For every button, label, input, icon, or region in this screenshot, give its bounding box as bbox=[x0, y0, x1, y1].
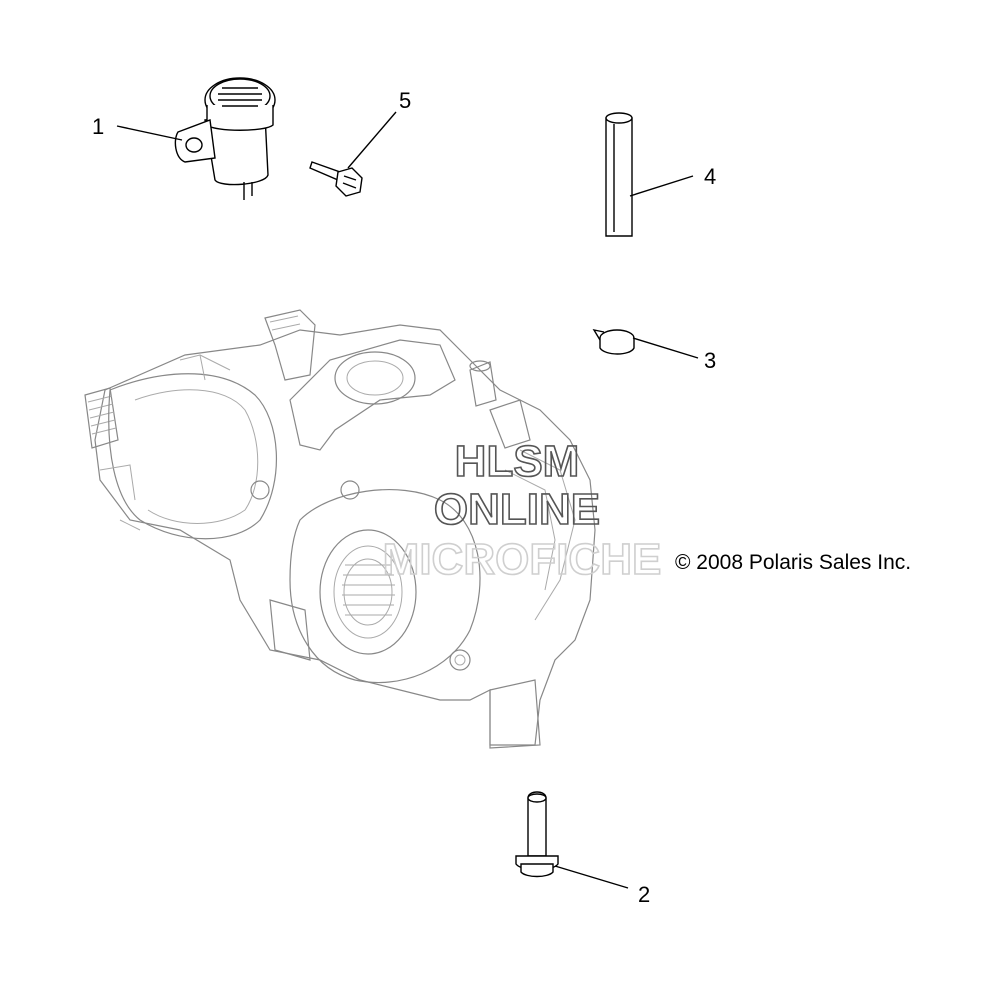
part-2-bolt bbox=[515, 791, 559, 878]
leader-2 bbox=[554, 865, 629, 889]
copyright-text: © 2008 Polaris Sales Inc. bbox=[675, 551, 911, 574]
leader-4 bbox=[629, 175, 694, 197]
callout-3: 3 bbox=[704, 348, 716, 373]
leader-1 bbox=[116, 125, 183, 141]
watermark-line1: HLSM bbox=[455, 437, 580, 486]
callout-1: 1 bbox=[92, 114, 104, 139]
leader-3 bbox=[632, 337, 699, 359]
part-4-hose bbox=[605, 112, 633, 237]
callout-5: 5 bbox=[399, 88, 411, 113]
callout-2: 2 bbox=[638, 882, 650, 907]
part-5-bolt bbox=[309, 161, 363, 197]
callout-4: 4 bbox=[704, 164, 716, 189]
watermark-line2: ONLINE bbox=[434, 485, 600, 534]
leader-lines bbox=[116, 111, 699, 889]
watermark-line3: MICROFICHE bbox=[383, 535, 662, 584]
part-1-reservoir bbox=[174, 77, 276, 200]
leader-5 bbox=[347, 111, 397, 169]
gearcase-housing bbox=[84, 309, 596, 749]
part-3-clamp bbox=[592, 329, 635, 355]
